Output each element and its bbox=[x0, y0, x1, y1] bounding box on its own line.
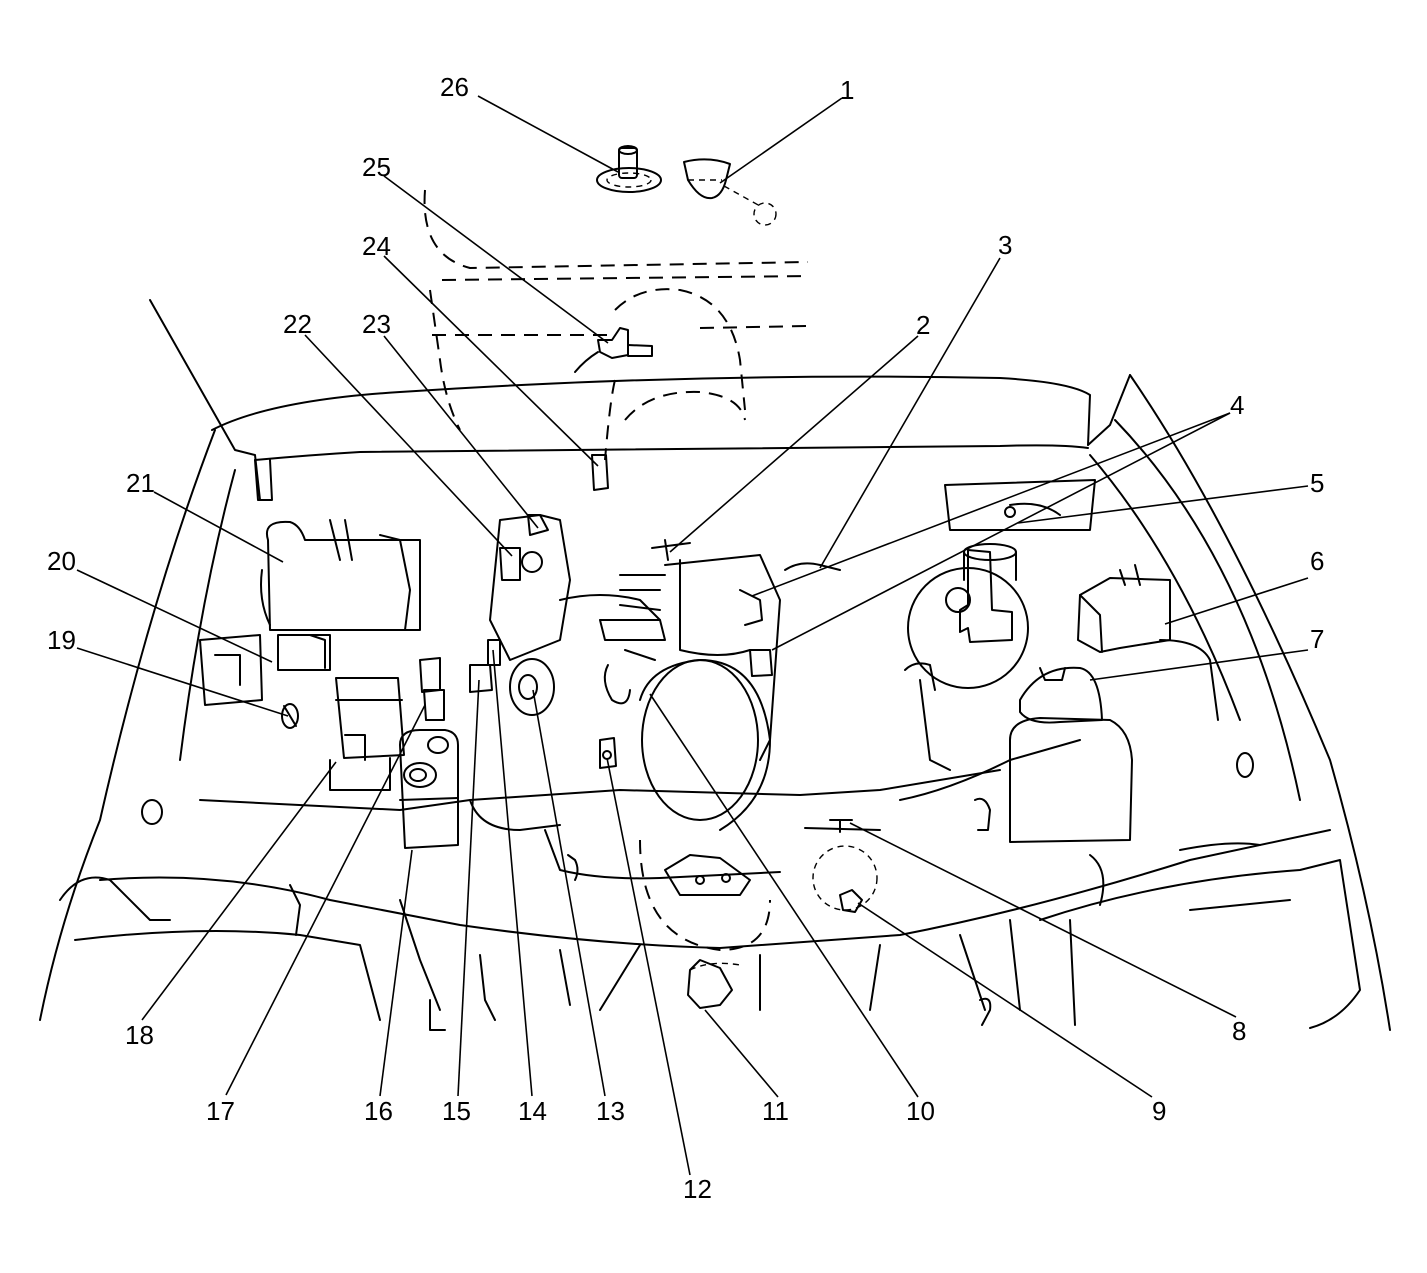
callout-11: 11 bbox=[762, 1096, 789, 1126]
leader-25 bbox=[383, 175, 609, 344]
callout-1: 1 bbox=[840, 75, 854, 105]
callout-14: 14 bbox=[518, 1096, 547, 1126]
engine-bay-artwork bbox=[39, 145, 1391, 1031]
leader-19 bbox=[76, 647, 289, 717]
callout-8: 8 bbox=[1232, 1016, 1246, 1046]
leader-20 bbox=[76, 569, 273, 663]
leader-6 bbox=[1164, 577, 1309, 625]
leader-8 bbox=[849, 822, 1237, 1018]
top-part-1 bbox=[683, 158, 777, 226]
callout-2: 2 bbox=[916, 310, 930, 340]
leader-15 bbox=[457, 679, 480, 1097]
callout-18: 18 bbox=[125, 1020, 154, 1050]
leader-lines bbox=[76, 95, 1309, 1176]
callout-3: 3 bbox=[998, 230, 1012, 260]
leader-13 bbox=[532, 689, 606, 1097]
leader-1 bbox=[719, 97, 843, 184]
leader-12 bbox=[606, 757, 691, 1176]
callout-10: 10 bbox=[906, 1096, 935, 1126]
leader-4b bbox=[771, 412, 1231, 651]
callout-25: 25 bbox=[362, 152, 391, 182]
component-marks bbox=[574, 327, 691, 561]
leader-9 bbox=[857, 902, 1153, 1098]
leader-16 bbox=[379, 849, 413, 1097]
leader-4a bbox=[751, 412, 1231, 597]
leader-2 bbox=[669, 335, 919, 553]
callout-26: 26 bbox=[440, 72, 469, 102]
callout-20: 20 bbox=[47, 546, 76, 576]
leader-26 bbox=[477, 95, 619, 173]
callout-23: 23 bbox=[362, 309, 391, 339]
leader-24 bbox=[383, 255, 599, 467]
leader-11 bbox=[704, 1009, 779, 1098]
callout-15: 15 bbox=[442, 1096, 471, 1126]
callout-22: 22 bbox=[283, 309, 312, 339]
callout-21: 21 bbox=[126, 468, 155, 498]
callout-4: 4 bbox=[1230, 390, 1244, 420]
leader-5 bbox=[1017, 485, 1309, 524]
leader-21 bbox=[153, 491, 284, 563]
callout-24: 24 bbox=[362, 231, 391, 261]
leader-10 bbox=[649, 693, 919, 1098]
leader-23 bbox=[383, 335, 539, 529]
leader-14 bbox=[492, 649, 533, 1097]
top-grommet-26 bbox=[596, 145, 662, 193]
leader-18 bbox=[141, 761, 337, 1021]
leader-22 bbox=[304, 334, 513, 557]
callout-6: 6 bbox=[1310, 546, 1324, 576]
callout-16: 16 bbox=[364, 1096, 393, 1126]
callout-13: 13 bbox=[596, 1096, 625, 1126]
leader-3 bbox=[819, 257, 1001, 569]
callout-9: 9 bbox=[1152, 1096, 1166, 1126]
callout-12: 12 bbox=[683, 1174, 712, 1204]
leader-7 bbox=[1089, 649, 1309, 681]
callout-7: 7 bbox=[1310, 624, 1324, 654]
callout-19: 19 bbox=[47, 625, 76, 655]
callout-labels: 1 2 3 4 5 6 7 8 9 10 11 12 13 14 15 16 1… bbox=[47, 72, 1324, 1204]
leader-17 bbox=[225, 704, 426, 1096]
callout-5: 5 bbox=[1310, 468, 1324, 498]
callout-17: 17 bbox=[206, 1096, 235, 1126]
